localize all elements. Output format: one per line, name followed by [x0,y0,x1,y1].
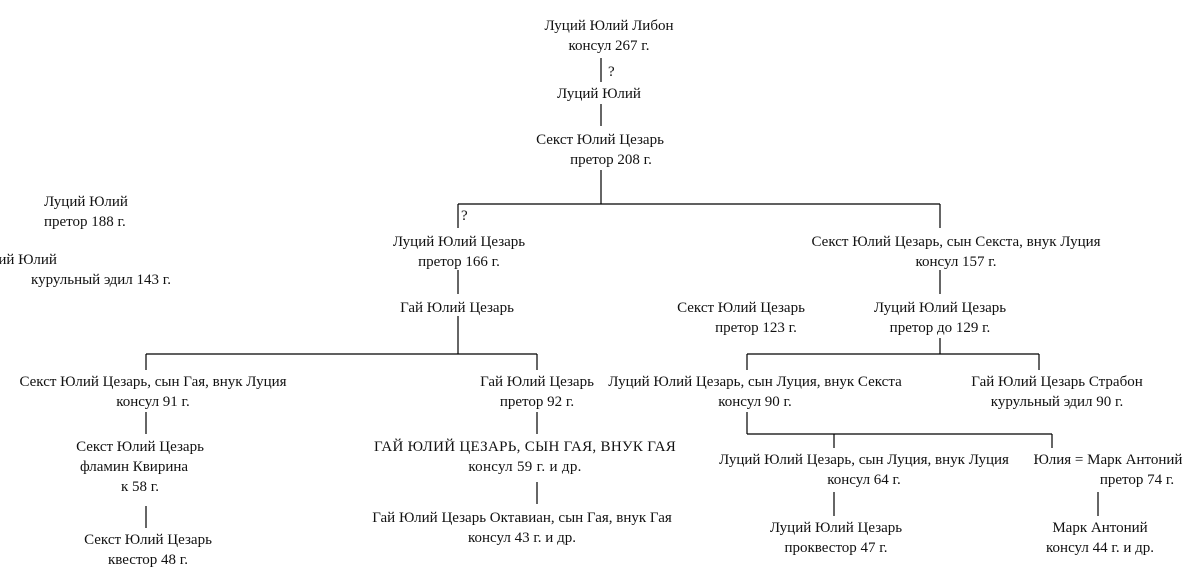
person-lucius-julius-libo: Луций Юлий Либон консул 267 г. [544,16,673,56]
person-office: консул 267 г. [568,38,650,54]
person-office: консул 157 г. [915,254,997,270]
person-office: фламин Квирина [79,459,189,475]
person-name: Секст Юлий Цезарь [536,132,664,148]
person-office: консул 43 г. и др. [468,530,576,546]
person-name: Гай Юлий Цезарь Страбон [971,374,1143,390]
person-name: Луций Юлий [44,194,128,210]
person-name: Секст Юлий Цезарь, сын Гая, внук Луция [19,374,287,390]
person-lucius-praetor-129: Луций Юлий Цезарь претор до 129 г. [874,298,1006,338]
person-name: Секст Юлий Цезарь, сын Секста, внук Луци… [811,234,1101,250]
person-name: Юлия = Марк Антоний [1033,452,1183,468]
person-name: Луций Юлий [0,252,57,268]
person-gaius-praetor-92: Гай Юлий Цезарь претор 92 г. [480,372,594,412]
person-office: квестор 48 г. [107,552,189,568]
person-name: ГАЙ ЮЛИЙ ЦЕЗАРЬ, СЫН ГАЯ, ВНУК ГАЯ [373,439,677,455]
person-gaius-julius-caesar: Гай Юлий Цезарь [400,298,514,318]
person-sextus-consul-91: Секст Юлий Цезарь, сын Гая, внук Луция к… [19,372,286,412]
person-office: претор до 129 г. [889,320,991,336]
uncertain-link-mark: ? [608,64,615,80]
person-julia-and-mark-antony: Юлия = Марк Антоний претор 74 г. [1034,450,1183,490]
person-office: курульный эдил 90 г. [990,394,1124,410]
person-office: претор 188 г. [44,214,126,230]
person-name: Гай Юлий Цезарь Октавиан, сын Гая, внук … [372,510,672,526]
person-office: консул 64 г. [827,472,901,488]
uncertain-link-mark: ? [461,208,468,224]
person-office: консул 90 г. [718,394,792,410]
person-lucius-proquaestor-47: Луций Юлий Цезарь проквестор 47 г. [770,518,902,558]
person-lucius-praetor-188: Луций Юлий претор 188 г. [44,192,128,232]
person-sextus-consul-157: Секст Юлий Цезарь, сын Секста, внук Луци… [811,232,1100,272]
person-gaius-strabo: Гай Юлий Цезарь Страбон курульный эдил 9… [971,372,1142,412]
person-office: претор 166 г. [418,254,500,270]
person-lucius-praetor-166: Луций Юлий Цезарь претор 166 г. [393,232,525,272]
person-name: Луций Юлий Цезарь, сын Луция, внук Луция [719,452,1009,468]
person-name: Марк Антоний [1052,520,1148,536]
person-office-date: к 58 г. [121,479,159,495]
person-name: Луций Юлий Цезарь [873,300,1007,316]
person-name: Секст Юлий Цезарь [76,439,204,455]
person-name: Луций Юлий Цезарь [769,520,903,536]
person-name: Луций Юлий Цезарь, сын Луция, внук Секст… [608,374,902,390]
person-lucius-consul-90: Луций Юлий Цезарь, сын Луция, внук Секст… [608,372,901,412]
person-sextus-quaestor-48: Секст Юлий Цезарь квестор 48 г. [84,530,212,570]
person-name: Луций Юлий Либон [544,18,674,34]
person-office: консул 59 г. и др. [468,459,582,475]
person-office: претор 92 г. [499,394,575,410]
person-office: претор 74 г. [1099,472,1175,488]
person-gaius-julius-caesar-dictator: ГАЙ ЮЛИЙ ЦЕЗАРЬ, СЫН ГАЯ, ВНУК ГАЯ консу… [374,437,676,477]
person-office: претор 123 г. [715,320,797,336]
person-name: Луций Юлий [557,86,641,102]
person-sextus-praetor-123: Секст Юлий Цезарь претор 123 г. [677,298,805,338]
person-sextus-praetor-208: Секст Юлий Цезарь претор 208 г. [536,130,664,170]
person-office: консул 91 г. [116,394,190,410]
person-office: курульный эдил 143 г. [31,272,171,288]
person-mark-antony-consul-44: Марк Антоний консул 44 г. и др. [1046,518,1154,558]
person-sextus-flamen-quirinalis: Секст Юлий Цезарь фламин Квирина к 58 г. [76,437,204,497]
person-name: Луций Юлий Цезарь [392,234,526,250]
person-lucius-aedile-143: Луций Юлий курульный эдил 143 г. [0,250,171,290]
person-name: Гай Юлий Цезарь [480,374,594,390]
person-office: претор 208 г. [570,152,652,168]
person-name: Гай Юлий Цезарь [400,300,514,316]
person-name: Секст Юлий Цезарь [84,532,212,548]
person-lucius-consul-64: Луций Юлий Цезарь, сын Луция, внук Луция… [719,450,1009,490]
person-name: Секст Юлий Цезарь [677,300,805,316]
person-octavian: Гай Юлий Цезарь Октавиан, сын Гая, внук … [372,508,672,548]
person-office: консул 44 г. и др. [1046,540,1154,556]
person-lucius-julius: Луций Юлий [557,84,641,104]
person-office: проквестор 47 г. [784,540,888,556]
